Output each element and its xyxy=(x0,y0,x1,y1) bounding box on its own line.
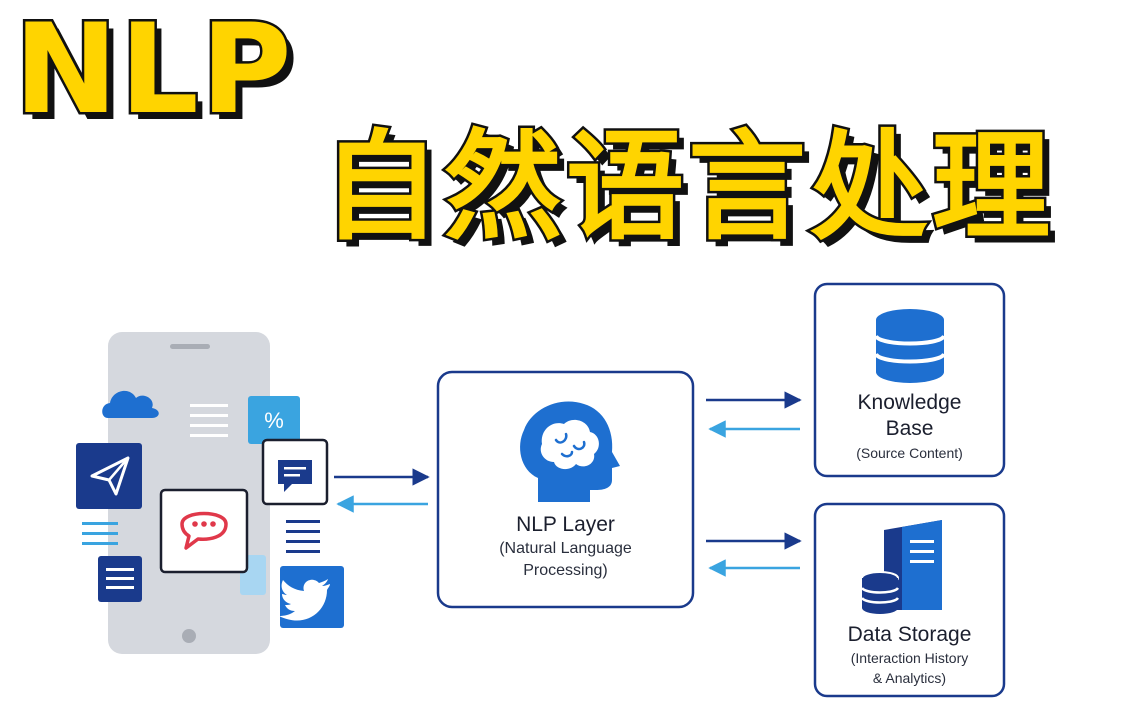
nlp-layer-title: NLP Layer xyxy=(516,513,615,536)
twitter-icon xyxy=(279,566,344,628)
title-nlp: NLP xyxy=(12,0,295,142)
knowledge-base-title-2: Base xyxy=(885,417,934,440)
phone-home-button xyxy=(182,629,196,643)
percent-icon: % xyxy=(248,396,300,444)
data-storage-label: Data Storage (Interaction History & Anal… xyxy=(815,622,1004,688)
phone-speaker xyxy=(170,344,210,349)
document-icon xyxy=(98,556,142,602)
list-lines-icon xyxy=(286,520,320,553)
data-storage-title: Data Storage xyxy=(847,623,972,646)
knowledge-base-label: Knowledge Base (Source Content) xyxy=(815,390,1004,464)
menu-lines-icon xyxy=(82,522,118,545)
percent-symbol: % xyxy=(264,408,284,433)
data-storage-subtitle-1: (Interaction History xyxy=(850,650,969,666)
nlp-layer-subtitle-1: (Natural Language xyxy=(499,540,632,557)
knowledge-base-subtitle: (Source Content) xyxy=(856,445,963,461)
cloud-icon xyxy=(102,390,159,418)
nlp-layer-box xyxy=(436,370,695,609)
phone-text-lines xyxy=(190,404,228,437)
knowledge-base-title-1: Knowledge xyxy=(857,391,962,414)
data-storage-subtitle-2: & Analytics) xyxy=(872,670,947,686)
message-icon xyxy=(261,438,329,506)
brain-head-icon xyxy=(520,401,620,502)
knowledge-base-box xyxy=(813,282,1006,478)
nlp-layer-subtitle-2: Processing) xyxy=(523,562,608,579)
database-icon xyxy=(874,309,946,383)
data-storage-box xyxy=(813,502,1006,698)
title-chinese: 自然语言处理 xyxy=(319,118,1055,256)
nlp-layer-label: NLP Layer (Natural Language Processing) xyxy=(438,512,693,582)
server-icon xyxy=(860,520,942,614)
chat-app-icon xyxy=(159,488,266,595)
paper-plane-icon xyxy=(76,443,142,509)
